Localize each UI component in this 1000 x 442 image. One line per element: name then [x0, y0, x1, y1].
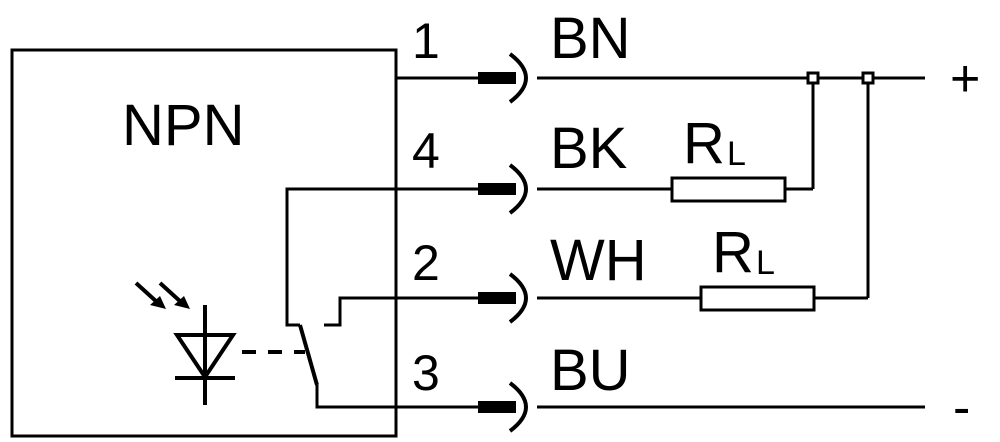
load-resistor-2 — [699, 285, 816, 312]
pin-1-number: 1 — [412, 13, 440, 69]
supply-positive-sign: + — [950, 50, 980, 108]
pin-2-wire-color: WH — [550, 228, 647, 293]
load-resistor-2-subscript: L — [756, 244, 775, 282]
pin-3-number: 3 — [412, 345, 440, 401]
pin-3-wire-color: BU — [550, 338, 631, 403]
junction-node — [806, 71, 820, 85]
pin-4-line — [396, 78, 815, 215]
load-resistor-1-subscript: L — [727, 135, 746, 173]
emitter-led-icon — [134, 281, 237, 405]
supply-negative-sign: - — [953, 379, 970, 437]
internal-wiring — [285, 187, 396, 409]
load-resistor-1-letter: R — [683, 111, 725, 176]
junction-node — [861, 71, 875, 85]
pin-1-line — [396, 52, 925, 104]
pin-2-number: 2 — [412, 235, 440, 291]
switch-contact — [298, 324, 319, 386]
pin-4-number: 4 — [412, 123, 440, 179]
pin-2-line — [396, 78, 870, 324]
pin-1-wire-color: BN — [550, 6, 631, 71]
load-resistor-2-letter: R — [712, 220, 754, 285]
load-resistor-1 — [670, 176, 787, 203]
pin-4-wire-color: BK — [550, 116, 628, 181]
pin-3-line — [396, 381, 925, 433]
device-type-label: NPN — [122, 93, 244, 158]
sensor-housing — [10, 48, 398, 438]
